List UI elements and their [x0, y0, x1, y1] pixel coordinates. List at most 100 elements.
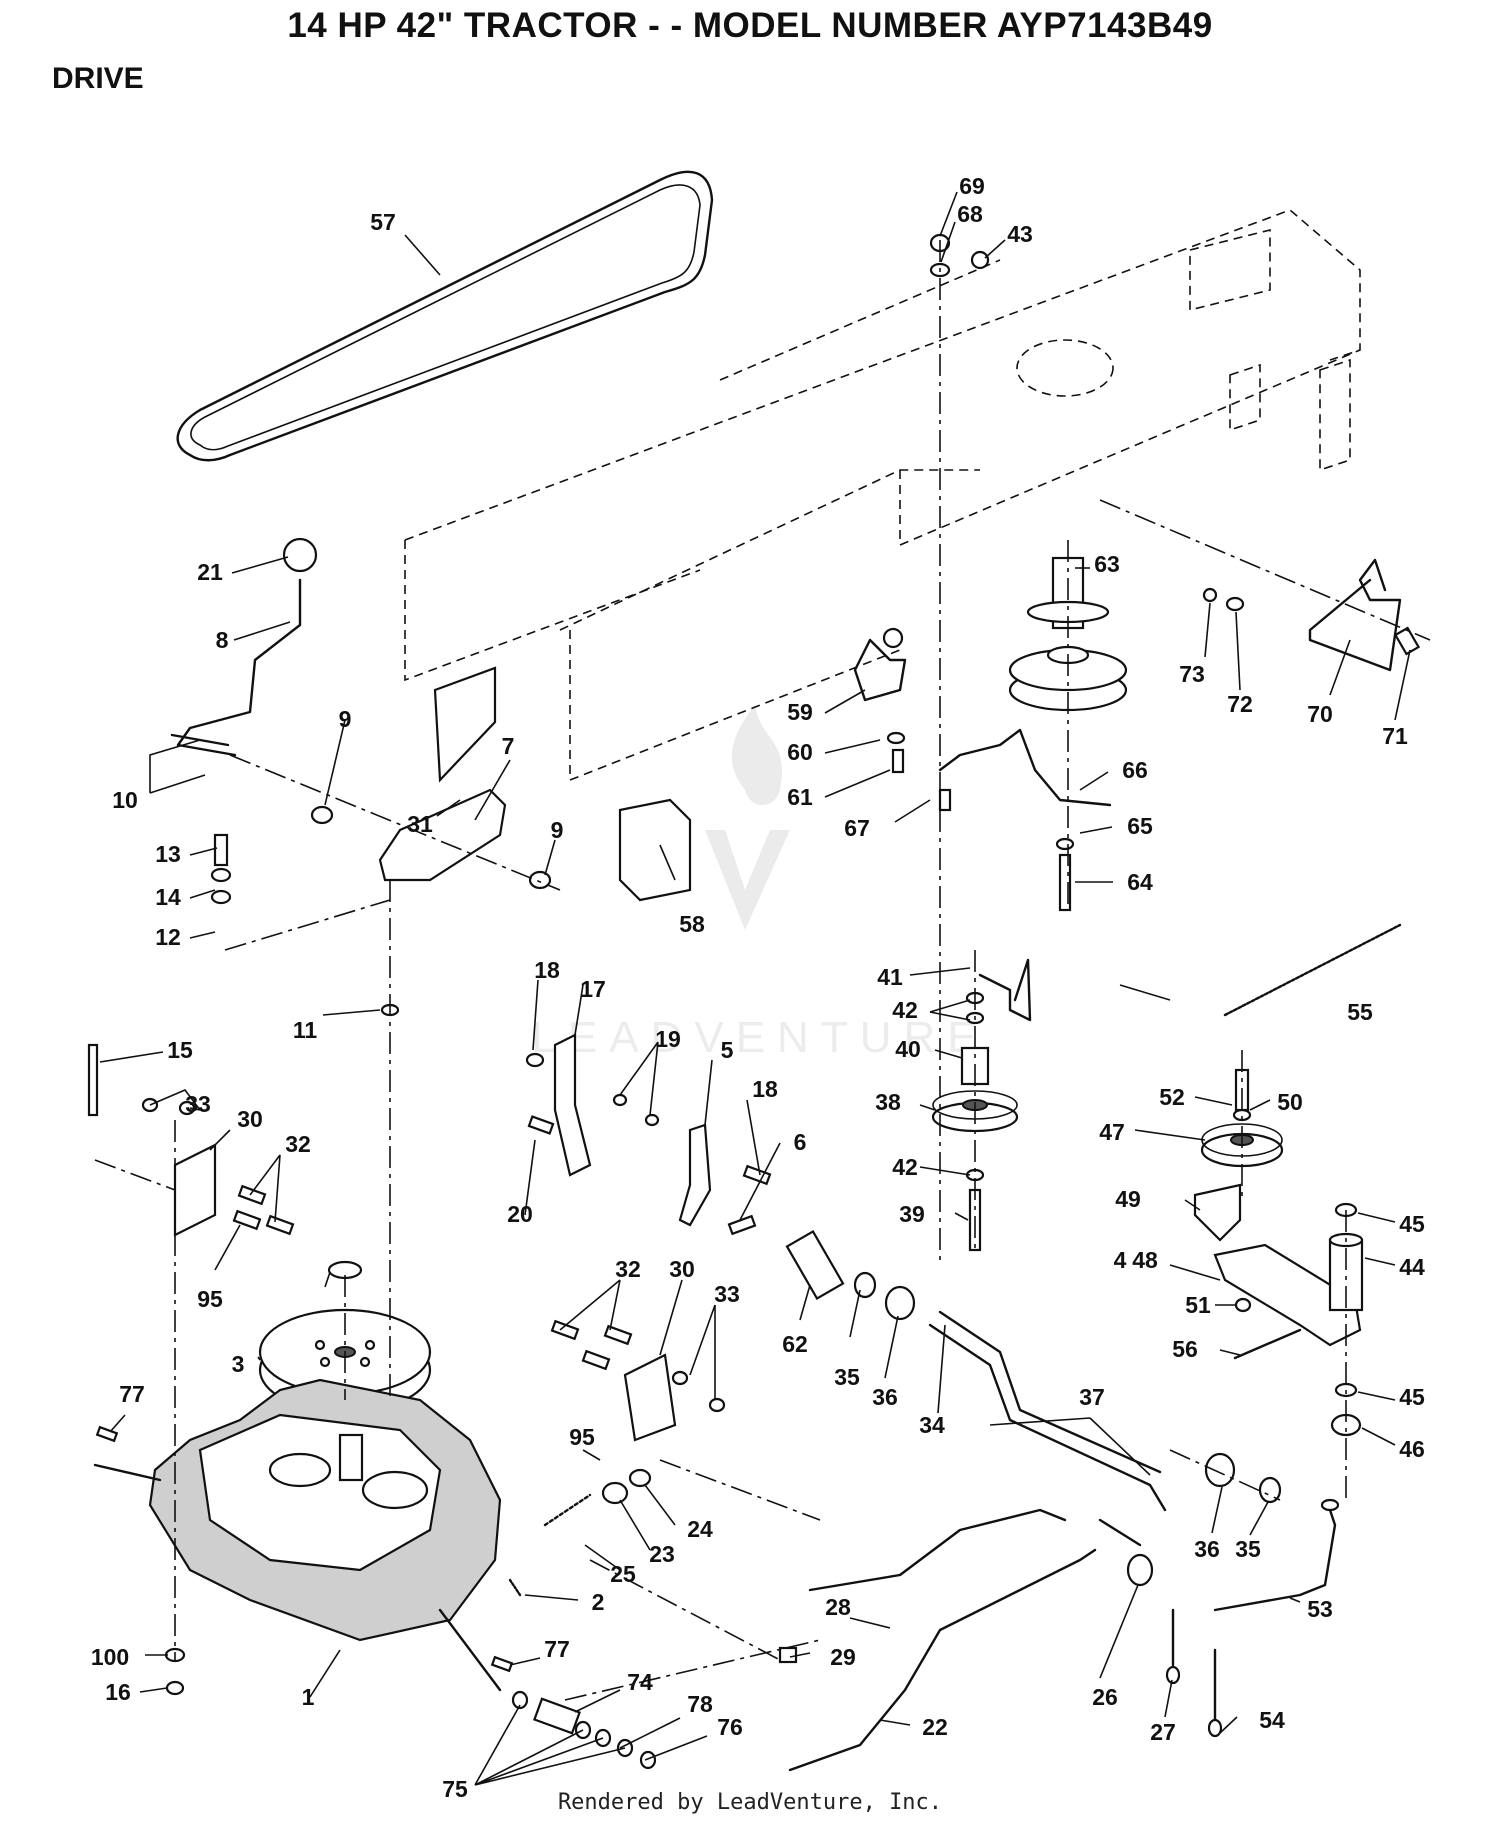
idler-bracket-59 — [853, 638, 907, 702]
callout-label: 68 — [957, 201, 983, 227]
callout-label: 35 — [1235, 1536, 1261, 1562]
callout-label: 5 — [721, 1037, 734, 1063]
drive-belt — [176, 170, 714, 462]
extension-spring — [1223, 923, 1402, 1017]
callout-label: 40 — [895, 1036, 921, 1062]
shift-lever — [176, 578, 302, 757]
callout-label: 58 — [679, 911, 705, 937]
bracket-5 — [678, 1123, 712, 1227]
shift-bracket — [378, 788, 507, 882]
callout-label: 21 — [197, 559, 223, 585]
callout-label: 27 — [1150, 1719, 1176, 1745]
callout-label: 100 — [91, 1644, 129, 1670]
shift-knob — [282, 537, 318, 573]
callout-label: 45 — [1399, 1384, 1425, 1410]
callout-label: 20 — [507, 1201, 533, 1227]
callout-labels: 69 68 43 57 63 73 72 70 71 21 8 59 60 61… — [91, 173, 1425, 1802]
callout-label: 12 — [155, 924, 181, 950]
callout-label: 36 — [872, 1384, 898, 1410]
callout-label: 31 — [407, 811, 433, 837]
callout-label: 7 — [502, 733, 515, 759]
callout-label: 33 — [185, 1091, 211, 1117]
bushing-35-right — [1258, 1476, 1282, 1504]
callout-label: 75 — [442, 1776, 468, 1802]
callout-label: 30 — [669, 1256, 695, 1282]
callout-label: 95 — [569, 1424, 595, 1450]
callout-label: 54 — [1259, 1707, 1285, 1733]
callout-label: 67 — [844, 815, 870, 841]
belt-guide — [938, 728, 1112, 807]
callout-label: 19 — [655, 1026, 681, 1052]
washer-36-left — [884, 1285, 916, 1321]
callout-label: 39 — [899, 1201, 925, 1227]
callout-label: 6 — [794, 1129, 807, 1155]
callout-label: 56 — [1172, 1336, 1198, 1362]
spring-rod — [1308, 558, 1402, 672]
callout-label: 64 — [1127, 869, 1153, 895]
callout-label: 73 — [1179, 661, 1205, 687]
callout-label: 51 — [1185, 1292, 1211, 1318]
callout-label: 63 — [1094, 551, 1120, 577]
callout-label: 52 — [1159, 1084, 1185, 1110]
callout-label: 25 — [610, 1561, 636, 1587]
callout-label: 77 — [119, 1381, 145, 1407]
callout-label: 41 — [877, 964, 903, 990]
callout-label: 36 — [1194, 1536, 1220, 1562]
spring-2 — [508, 1578, 522, 1597]
rod-22 — [788, 1548, 1097, 1772]
callout-label: 78 — [687, 1691, 713, 1717]
hardware — [87, 233, 1362, 1738]
washer-36-right — [1204, 1452, 1236, 1488]
callout-label: 74 — [627, 1669, 653, 1695]
callout-label: 55 — [1347, 999, 1373, 1025]
rod-28 — [808, 1508, 1067, 1592]
handle-grip-62 — [785, 1230, 845, 1300]
pedal-rod-34 — [928, 1323, 1167, 1512]
callout-label: 46 — [1399, 1436, 1425, 1462]
callout-label: 1 — [302, 1684, 315, 1710]
callout-label: 32 — [285, 1131, 311, 1157]
callout-label: 26 — [1092, 1684, 1118, 1710]
rod-53 — [1213, 1508, 1337, 1612]
leader-lines — [99, 191, 1411, 1786]
callout-label: 48 — [1132, 1247, 1158, 1273]
bracket-31 — [433, 666, 497, 783]
shield-49 — [1193, 1183, 1242, 1242]
spacer-74 — [533, 1697, 581, 1735]
callout-label: 50 — [1277, 1089, 1303, 1115]
callout-label: 60 — [787, 739, 813, 765]
compression-spring — [543, 1493, 592, 1527]
callout-label: 29 — [830, 1644, 856, 1670]
callout-label: 69 — [959, 173, 985, 199]
callout-label: 23 — [649, 1541, 675, 1567]
callout-label: 57 — [370, 209, 396, 235]
footer-credit: Rendered by LeadVenture, Inc. — [557, 1790, 943, 1815]
callout-label: 76 — [717, 1714, 743, 1740]
collar-24 — [628, 1468, 652, 1488]
callout-label: 9 — [551, 817, 564, 843]
callout-label: 62 — [782, 1331, 808, 1357]
callout-label: 15 — [167, 1037, 193, 1063]
callout-label: 42 — [892, 1154, 918, 1180]
callout-label: 95 — [197, 1286, 223, 1312]
callout-label: 22 — [922, 1714, 948, 1740]
callout-label: 14 — [155, 884, 181, 910]
callout-label: 59 — [787, 699, 813, 725]
callout-label: 72 — [1227, 691, 1253, 717]
callout-label: 43 — [1007, 221, 1033, 247]
callout-label: 10 — [112, 787, 138, 813]
callout-label: 71 — [1382, 723, 1408, 749]
callout-label: 65 — [1127, 813, 1153, 839]
collar-23 — [601, 1481, 629, 1505]
callout-label: 47 — [1099, 1119, 1125, 1145]
bracket-41 — [978, 958, 1032, 1022]
callout-label: 11 — [293, 1017, 318, 1043]
page-title: 14 HP 42" TRACTOR - - MODEL NUMBER AYP71… — [287, 6, 1213, 45]
callout-label: 28 — [825, 1594, 851, 1620]
bushing-35-left — [853, 1271, 877, 1299]
callout-label: 17 — [580, 976, 606, 1002]
callout-label: 35 — [834, 1364, 860, 1390]
callout-label: 24 — [687, 1516, 713, 1542]
bracket-30-right — [623, 1353, 677, 1442]
